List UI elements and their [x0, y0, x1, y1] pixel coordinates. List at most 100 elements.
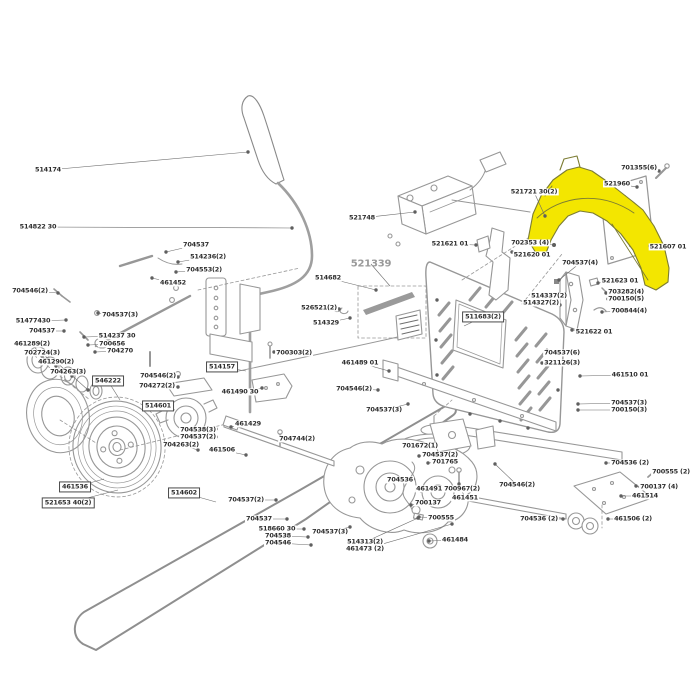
fastener-dot	[93, 350, 97, 354]
leader-line	[279, 438, 298, 441]
fastener-dot	[274, 498, 278, 502]
fastener-dot	[596, 281, 600, 285]
fastener-dot	[604, 461, 608, 465]
fastener-dot	[576, 402, 580, 406]
spare-tire	[26, 378, 90, 454]
fastener-dot	[285, 517, 289, 521]
leader-line	[67, 489, 119, 504]
fastener-dot	[40, 354, 44, 358]
fastener-dot	[302, 527, 306, 531]
mount-brackets	[476, 213, 611, 331]
fastener-dot	[348, 525, 352, 529]
fastener-dot	[493, 462, 497, 466]
fastener-dot	[214, 435, 218, 439]
fastener-dot	[657, 169, 661, 173]
fastener-dot	[214, 427, 218, 431]
leader-line	[597, 280, 621, 284]
fastener-dot	[578, 374, 582, 378]
leader-line	[47, 151, 249, 171]
leader-line	[652, 471, 672, 474]
fastener-dot	[606, 517, 610, 521]
fastener-dot	[419, 489, 423, 493]
hub-flange-parts	[59, 335, 403, 451]
leader-line	[74, 478, 105, 488]
leader-line	[221, 449, 247, 456]
leader-line	[165, 244, 197, 253]
fastener-dot	[86, 388, 90, 392]
fastener-dot	[450, 522, 454, 526]
fastener-dot	[651, 471, 655, 475]
fastener-dot	[552, 243, 556, 247]
leader-line	[511, 251, 533, 256]
fastener-dot	[272, 350, 276, 354]
fastener-dot	[570, 328, 574, 332]
fender-shape	[527, 166, 670, 291]
fastener-dot	[417, 454, 421, 458]
battery	[387, 151, 531, 247]
leader-line	[151, 277, 174, 284]
fastener-dot	[196, 448, 200, 452]
fastener-dot	[337, 307, 341, 311]
fastener-dot	[558, 303, 562, 307]
fastener-dot	[403, 443, 407, 447]
leader-line	[353, 388, 379, 391]
fastener-dot	[600, 310, 604, 314]
leader-line	[277, 542, 312, 546]
front-hub-bushings	[26, 346, 103, 401]
fastener-dot	[406, 402, 410, 406]
leader-line	[221, 366, 247, 372]
fastener-dot	[244, 453, 248, 457]
leader-line	[97, 312, 121, 316]
fastener-dot	[648, 244, 652, 248]
fastener-dot	[387, 369, 391, 373]
leader-line	[273, 351, 295, 354]
fastener-dot	[306, 535, 310, 539]
leader-line	[32, 319, 67, 322]
fastener-dot	[561, 517, 565, 521]
fastener-dot	[635, 185, 639, 189]
fastener-dot	[417, 515, 421, 519]
fastener-dot	[376, 388, 380, 392]
leader-line	[364, 517, 419, 543]
leader-line	[94, 350, 121, 353]
fastener-dot	[62, 329, 66, 333]
leader-line	[175, 269, 205, 273]
leader-line	[370, 263, 391, 287]
fastener-dot	[409, 503, 413, 507]
fastener-dot	[544, 351, 548, 355]
fastener-dot	[54, 364, 58, 368]
fastener-dot	[348, 316, 352, 320]
leader-line	[325, 317, 351, 324]
leader-line	[494, 463, 518, 486]
fastener-dot	[474, 243, 478, 247]
fastener-dot	[174, 270, 178, 274]
bumper-bars	[382, 359, 623, 461]
fastener-dot	[411, 477, 415, 481]
leader-line	[577, 402, 630, 405]
leader-line	[277, 535, 309, 538]
fastener-dot	[229, 425, 233, 429]
fastener-dot	[606, 297, 610, 301]
leader-line	[638, 167, 660, 172]
fastener-dot	[164, 250, 168, 254]
shift-lever	[53, 95, 314, 414]
rear-wheel	[68, 396, 166, 498]
leader-line	[157, 375, 179, 378]
leader-line	[329, 526, 351, 533]
leader-line	[533, 191, 546, 217]
fastener-dot	[619, 494, 623, 498]
leader-line	[383, 403, 409, 411]
leader-line	[449, 243, 477, 246]
group-box-521339	[267, 285, 427, 359]
fastener-dot	[64, 318, 68, 322]
fastener-dot	[260, 386, 264, 390]
fastener-dot	[457, 482, 461, 486]
leader-line	[180, 444, 199, 451]
leader-line	[177, 256, 209, 263]
fastener-dot	[278, 438, 282, 442]
leader-line	[327, 277, 377, 291]
leader-line	[571, 329, 595, 333]
fastener-dot	[176, 375, 180, 379]
fastener-dot	[96, 311, 100, 315]
